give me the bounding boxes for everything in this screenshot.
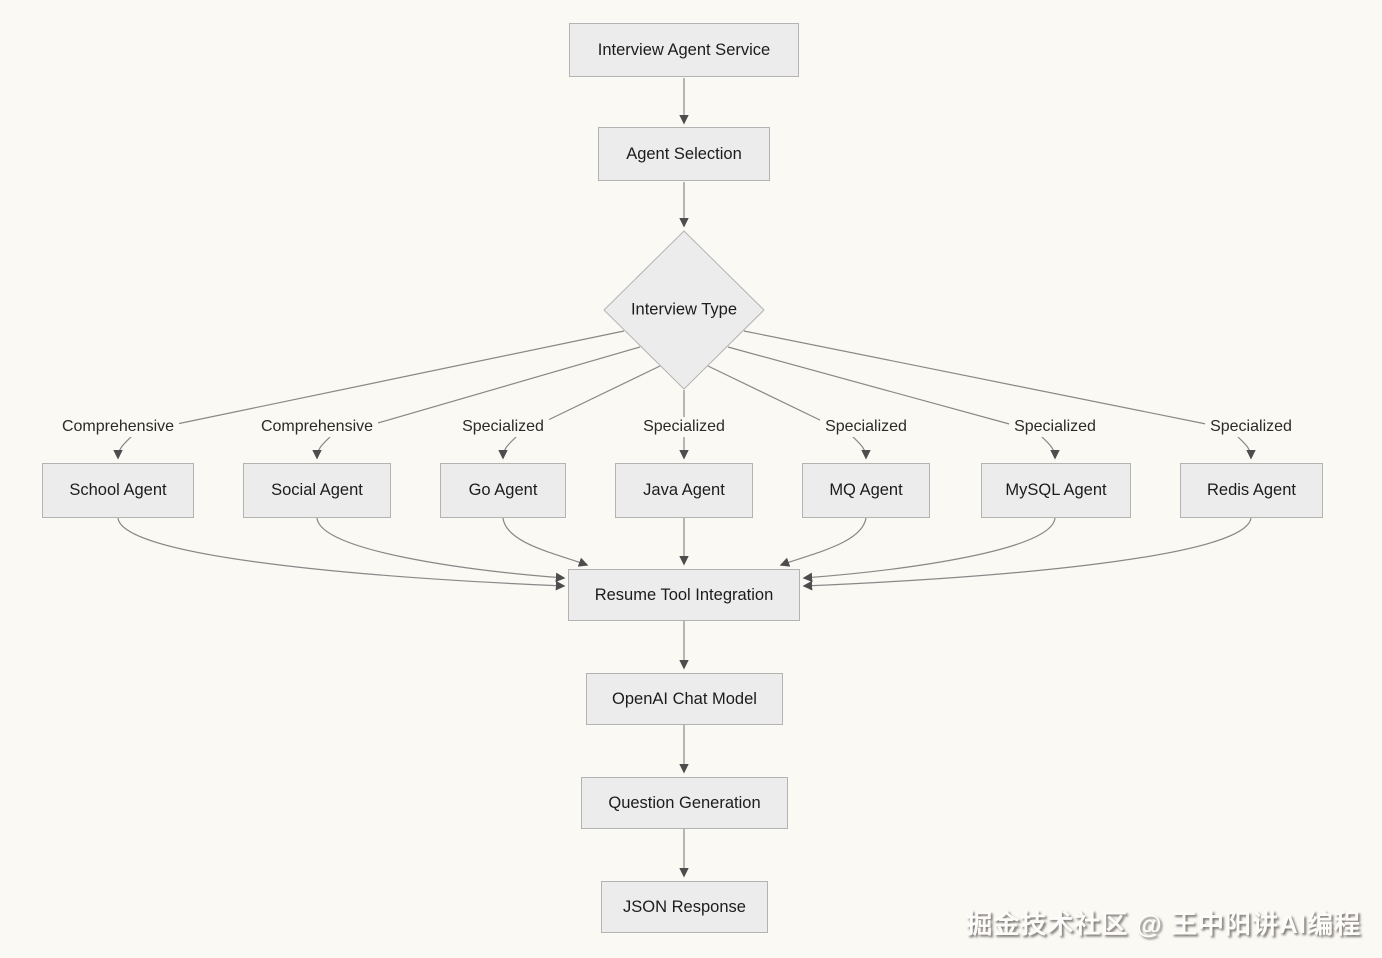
node-label: Social Agent	[271, 481, 363, 499]
node-interview-agent-service: Interview Agent Service	[569, 23, 799, 77]
node-interview-type-label: Interview Type	[630, 300, 738, 319]
node-social-agent: Social Agent	[243, 463, 391, 518]
edge-type-to-redis-fan	[743, 330, 1212, 426]
node-label: School Agent	[69, 481, 167, 499]
node-label: MySQL Agent	[1005, 481, 1107, 499]
edge-go-to-resume	[502, 517, 589, 567]
edge-label-specialized-java: Specialized	[638, 417, 730, 437]
edge-label-to-go	[498, 435, 518, 460]
node-label: Question Generation	[608, 793, 761, 812]
edge-school-to-resume	[117, 517, 566, 591]
edge-label-specialized-mq: Specialized	[820, 417, 912, 437]
edge-label-to-mq	[851, 435, 871, 460]
node-label: MQ Agent	[829, 481, 903, 499]
node-redis-agent: Redis Agent	[1180, 463, 1323, 518]
node-label: Java Agent	[643, 481, 725, 499]
node-label: JSON Response	[623, 897, 746, 916]
node-school-agent: School Agent	[42, 463, 194, 518]
edge-mq-to-resume	[779, 517, 867, 567]
node-label: Redis Agent	[1207, 481, 1296, 499]
edge-mysql-to-resume	[802, 517, 1056, 583]
node-go-agent: Go Agent	[440, 463, 566, 518]
watermark-text: 掘金技术社区 @ 王中阳讲AI编程	[966, 909, 1361, 939]
edge-label-specialized-redis: Specialized	[1205, 417, 1297, 437]
node-label: Go Agent	[468, 481, 538, 499]
edge-redis-to-resume	[802, 517, 1252, 591]
edge-label-to-school	[113, 435, 133, 460]
edge-type-to-mysql-fan	[727, 346, 1014, 426]
edge-label-specialized-go: Specialized	[457, 417, 549, 437]
node-openai-chat-model: OpenAI Chat Model	[586, 673, 783, 725]
node-java-agent: Java Agent	[615, 463, 753, 518]
node-label: OpenAI Chat Model	[612, 689, 757, 708]
interview-type-diamond	[603, 230, 765, 390]
edge-type-to-school-fan	[171, 330, 625, 426]
node-resume-tool-integration: Resume Tool Integration	[568, 569, 800, 621]
node-mysql-agent: MySQL Agent	[981, 463, 1131, 518]
edge-label-to-mysql	[1040, 435, 1060, 460]
edge-label-to-redis	[1236, 435, 1256, 460]
node-agent-selection: Agent Selection	[598, 127, 770, 181]
node-label: Resume Tool Integration	[594, 585, 774, 604]
edge-type-to-mq-fan	[707, 365, 825, 423]
node-json-response: JSON Response	[601, 881, 768, 933]
edge-type-to-go-fan	[543, 365, 661, 423]
edge-type-to-social-fan	[370, 346, 641, 426]
edge-social-to-resume	[316, 517, 566, 583]
edge-label-specialized-mysql: Specialized	[1009, 417, 1101, 437]
node-question-generation: Question Generation	[581, 777, 788, 829]
node-label: Agent Selection	[626, 144, 742, 163]
edge-label-comprehensive-school: Comprehensive	[56, 417, 180, 437]
node-mq-agent: MQ Agent	[802, 463, 930, 518]
edge-label-comprehensive-social: Comprehensive	[255, 417, 379, 437]
edge-label-to-social	[312, 435, 332, 460]
node-label: Interview Agent Service	[597, 40, 771, 59]
